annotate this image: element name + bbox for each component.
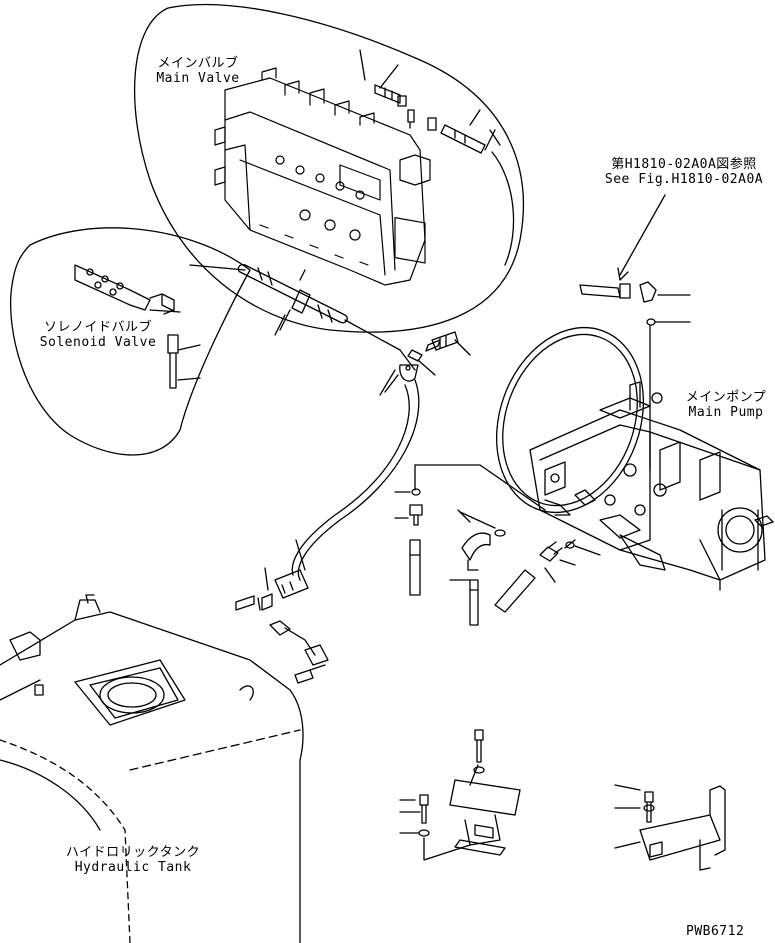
solenoid-valve-label: ソレノイドバルブ Solenoid Valve [28,320,168,350]
solenoid-valve [75,265,200,388]
hydraulic-tank [0,595,303,943]
main-pump-label-jp: メインポンプ [685,390,767,405]
main-pump [472,307,773,590]
tank-fittings [236,594,328,683]
tank-bracket-left [400,730,520,860]
solenoid-valve-label-en: Solenoid Valve [39,335,157,350]
main-valve [215,68,430,285]
pump-bracket-right [615,785,725,870]
hydraulic-tank-label: ハイドロリックタンク Hydraulic Tank [58,845,208,875]
see-fig-label-en: See Fig.H1810-02A0A [604,172,764,187]
hydraulic-tank-label-jp: ハイドロリックタンク [65,845,201,860]
main-pump-label: メインポンプ Main Pump [676,390,775,420]
main-valve-label: メインバルブ Main Valve [143,56,253,86]
pump-fittings [395,465,600,625]
leader-lines [275,315,555,582]
solenoid-valve-label-jp: ソレノイドバルブ [43,320,152,335]
solenoid-valve-group-outline [11,228,250,455]
see-fig-fitting [580,195,690,470]
hydraulic-tank-label-en: Hydraulic Tank [74,860,192,875]
see-fig-label: 第H1810-02A0A図参照 See Fig.H1810-02A0A [594,157,774,187]
main-valve-group-outline [135,5,524,333]
drawing-number: PWB6712 [686,924,745,939]
main-valve-label-en: Main Valve [156,71,240,86]
suction-hose [190,265,415,370]
main-valve-fittings [360,50,514,265]
see-fig-label-jp: 第H1810-02A0A図参照 [611,157,757,172]
main-valve-label-jp: メインバルブ [157,56,239,71]
hose-clamp [385,332,470,392]
main-pump-label-en: Main Pump [688,405,764,420]
drain-hose [258,380,419,610]
